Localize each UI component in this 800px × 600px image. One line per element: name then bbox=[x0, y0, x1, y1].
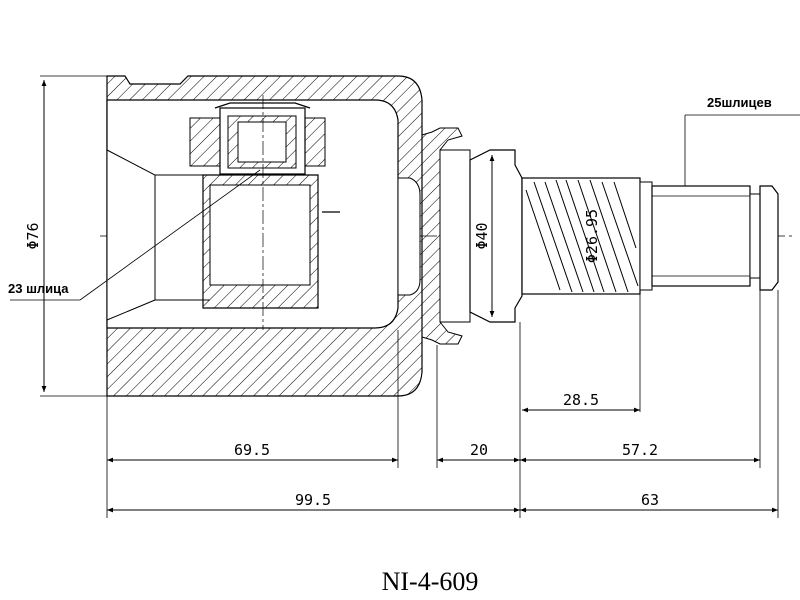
stub-shaft bbox=[469, 149, 779, 323]
housing-diameter-label: Φ76 bbox=[24, 222, 42, 249]
seal bbox=[421, 127, 471, 345]
extension-lines bbox=[40, 75, 779, 518]
stub-length-label: 57.2 bbox=[622, 441, 658, 459]
inner-splines-callout: 23 шлица bbox=[8, 281, 69, 296]
outer-splines-callout: 25шлицев bbox=[707, 95, 772, 110]
part-number: NI-4-609 bbox=[382, 567, 479, 596]
seal-length-label: 20 bbox=[470, 441, 488, 459]
dimension-lines bbox=[41, 80, 778, 513]
tripod-assembly bbox=[189, 95, 340, 330]
shaft-diameter-label: Φ40 bbox=[473, 222, 491, 249]
spline-diameter-label: Φ26.95 bbox=[583, 209, 601, 263]
spline-length-label: 28.5 bbox=[563, 391, 599, 409]
housing-depth-label: 69.5 bbox=[234, 441, 270, 459]
leader-lines bbox=[10, 114, 800, 301]
body-length-label: 99.5 bbox=[295, 491, 331, 509]
shaft-length-label: 63 bbox=[641, 491, 659, 509]
